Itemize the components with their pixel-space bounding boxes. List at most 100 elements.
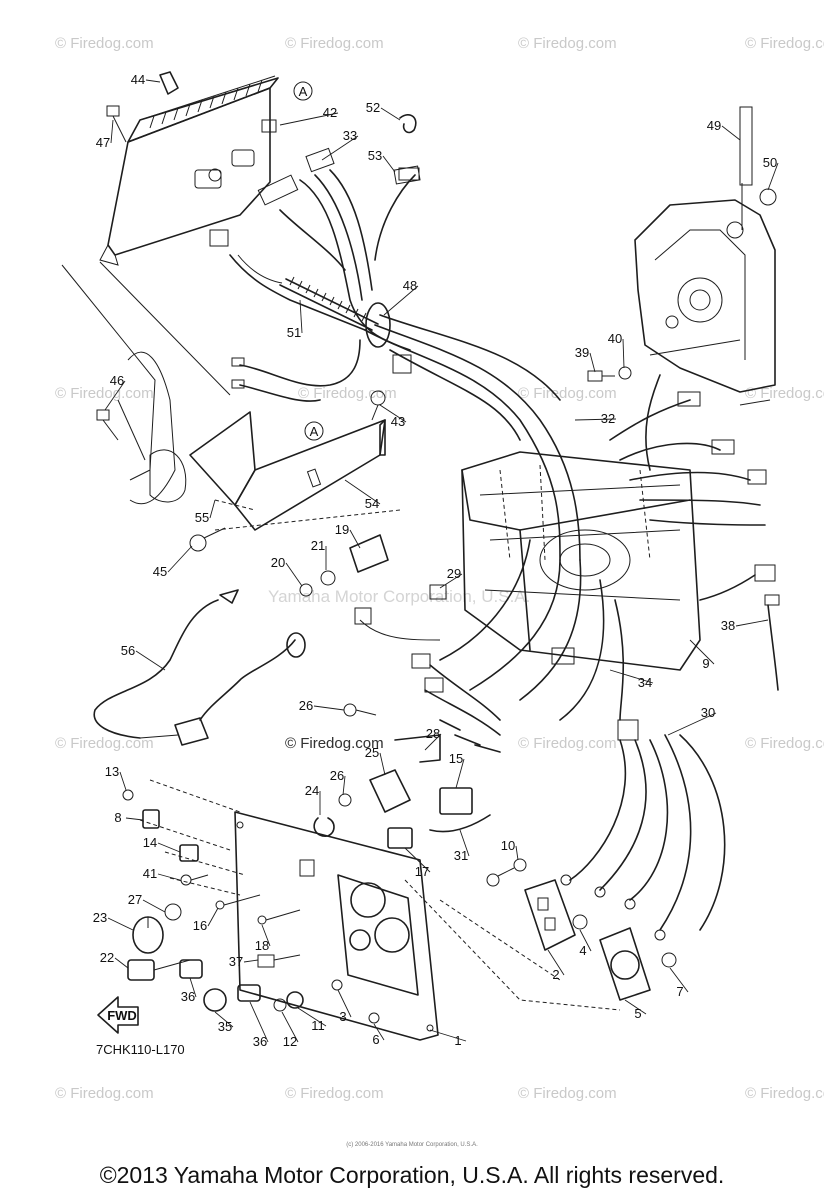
leader-44 — [145, 79, 161, 83]
washer-21 — [320, 570, 336, 586]
callout-15: 15 — [449, 751, 463, 766]
callout-46: 46 — [110, 373, 124, 388]
callout-48: 48 — [403, 278, 417, 293]
tiny-caption: (c) 2006-2016 Yamaha Motor Corporation, … — [346, 1142, 478, 1148]
leader-53 — [382, 155, 396, 173]
callout-8: 8 — [114, 810, 121, 825]
callout-53: 53 — [368, 148, 382, 163]
leader-25 — [379, 752, 386, 776]
receptacle-5 — [599, 927, 651, 1001]
nut-12 — [273, 998, 287, 1012]
bolt-26-upper — [343, 703, 377, 717]
leader-15 — [455, 758, 465, 789]
leader-29 — [439, 573, 463, 589]
nut-7 — [661, 952, 677, 968]
leader-36b — [249, 1001, 269, 1043]
harness-upper — [229, 147, 581, 561]
callout-44: 44 — [131, 72, 145, 87]
callout-19: 19 — [335, 522, 349, 537]
watermark-6: © Firedog.com — [518, 385, 617, 402]
fwd-arrow: FWD — [97, 996, 139, 1034]
bolt-47 — [106, 105, 127, 143]
leader-56 — [135, 650, 166, 671]
callout-26a: 26 — [299, 698, 313, 713]
callout-17: 17 — [415, 864, 429, 879]
callout-12: 12 — [283, 1034, 297, 1049]
leader-45 — [167, 545, 193, 573]
screw-41 — [180, 874, 209, 886]
svg-text:A: A — [310, 424, 319, 439]
leader-49 — [721, 125, 741, 141]
breaker-36-lower — [237, 984, 261, 1002]
leader-48 — [383, 285, 419, 316]
nut-4 — [572, 914, 588, 930]
bolt-46 — [96, 409, 119, 441]
fwd-label: FWD — [107, 1008, 137, 1023]
connector-53 — [398, 167, 420, 181]
watermark-11: © Firedog.com — [745, 735, 824, 752]
ref-marker-a-top: A — [293, 81, 313, 101]
crankcase — [634, 106, 777, 393]
clamp-52 — [399, 114, 417, 134]
frame-outline — [61, 261, 401, 531]
leader-27 — [142, 899, 166, 913]
leader-34 — [609, 669, 654, 684]
harness-clamp — [365, 302, 391, 348]
bracket-28 — [394, 734, 441, 763]
callout-6: 6 — [372, 1032, 379, 1047]
callout-7: 7 — [676, 984, 683, 999]
harness-main — [354, 539, 625, 753]
watermark-0: © Firedog.com — [55, 35, 154, 52]
callout-36a: 36 — [181, 989, 195, 1004]
leader-38 — [735, 619, 769, 627]
leader-42 — [279, 112, 339, 126]
callout-22: 22 — [100, 950, 114, 965]
callout-37: 37 — [229, 954, 243, 969]
extension-cord — [93, 589, 306, 746]
bolt-10 — [497, 858, 527, 877]
nut-11 — [286, 991, 304, 1009]
leader-2 — [547, 949, 565, 976]
control-panel — [139, 779, 621, 1041]
screw-6 — [368, 1012, 380, 1024]
copyright-footer: ©2013 Yamaha Motor Corporation, U.S.A. A… — [99, 1162, 725, 1188]
watermark-3: © Firedog.com — [745, 35, 824, 52]
bolt-39 — [587, 370, 615, 382]
cable-tie — [764, 594, 780, 691]
generator-frame — [461, 451, 701, 671]
watermark-13: © Firedog.com — [285, 1085, 384, 1102]
callout-24: 24 — [305, 783, 319, 798]
callout-3: 3 — [339, 1009, 346, 1024]
leader-7 — [669, 967, 689, 993]
leader-36a — [189, 977, 197, 998]
screw-13 — [122, 789, 134, 801]
leader-54 — [344, 479, 381, 505]
callout-27: 27 — [128, 892, 142, 907]
callout-52: 52 — [366, 100, 380, 115]
callout-41: 41 — [143, 866, 157, 881]
leader-43 — [379, 404, 407, 423]
leader-28 — [424, 733, 442, 751]
switch-8 — [142, 809, 160, 829]
leader-35 — [214, 1011, 234, 1028]
callout-39: 39 — [575, 345, 589, 360]
leader-3 — [337, 989, 352, 1018]
connector-29 — [429, 584, 447, 600]
watermark-5: © Firedog.com — [298, 385, 397, 402]
callout-26b: 26 — [330, 768, 344, 783]
watermark-1: © Firedog.com — [285, 35, 384, 52]
callout-21: 21 — [311, 538, 325, 553]
leader-37 — [243, 959, 259, 963]
ref-marker-a-bottom: A — [304, 421, 324, 441]
knob-23 — [132, 916, 164, 954]
leader-9 — [689, 639, 715, 665]
bolt-20 — [299, 583, 313, 597]
leader-13 — [119, 771, 127, 791]
watermark-10: © Firedog.com — [518, 735, 617, 752]
harness-30 — [560, 719, 726, 941]
leader-8 — [125, 817, 144, 821]
watermark-9: © Firedog.com — [285, 735, 384, 752]
screw-3 — [331, 979, 343, 991]
callout-16: 16 — [193, 918, 207, 933]
leader-23 — [107, 917, 134, 931]
